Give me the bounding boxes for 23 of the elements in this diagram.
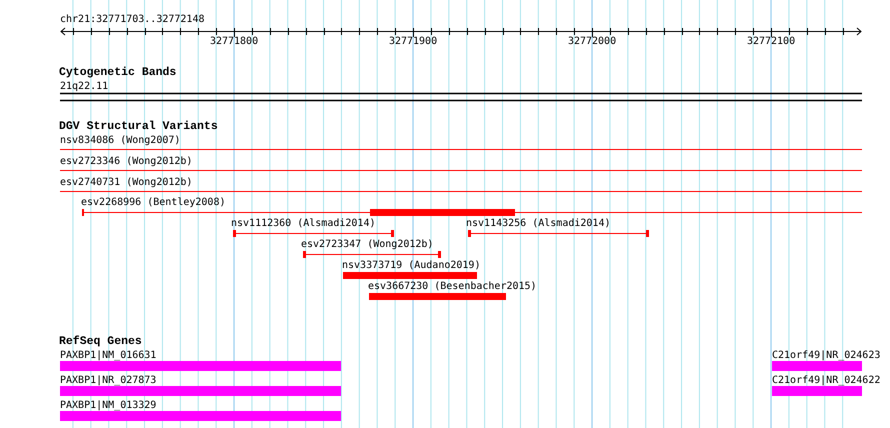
variant-label: esv2740731 (Wong2012b) <box>60 177 192 189</box>
variant-label: nsv3373719 (Audano2019) <box>342 260 480 272</box>
axis-tick-label: 32772000 <box>568 36 616 48</box>
variant-label: esv2268996 (Bentley2008) <box>81 197 226 209</box>
track-heading: Cytogenetic Bands <box>59 67 176 79</box>
variant-label: esv2723346 (Wong2012b) <box>60 156 192 168</box>
gene-label: C21orf49|NR_024623 <box>772 350 880 362</box>
gene-label: C21orf49|NR_024622 <box>772 375 880 387</box>
variant-label: esv2723347 (Wong2012b) <box>301 239 434 251</box>
variant-label: esv3667230 (Besenbacher2015) <box>368 281 537 293</box>
axis-tick-label: 32771900 <box>388 36 438 48</box>
track-heading: RefSeq Genes <box>59 336 142 348</box>
track-heading: DGV Structural Variants <box>59 121 218 133</box>
axis-tick-label: 32772100 <box>746 36 796 48</box>
gene-label: PAXBP1|NR_027873 <box>60 375 156 387</box>
variant-label: nsv1112360 (Alsmadi2014) <box>231 218 376 230</box>
position-label: chr21:32771703..32772148 <box>60 14 204 26</box>
gene-label: PAXBP1|NM_016631 <box>60 350 156 362</box>
variant-label: nsv1143256 (Alsmadi2014) <box>466 218 610 230</box>
variant-label: nsv834086 (Wong2007) <box>60 135 180 147</box>
gene-label: PAXBP1|NM_013329 <box>60 400 156 412</box>
axis-tick-label: 32771800 <box>210 36 258 48</box>
band-label: 21q22.11 <box>60 81 108 93</box>
